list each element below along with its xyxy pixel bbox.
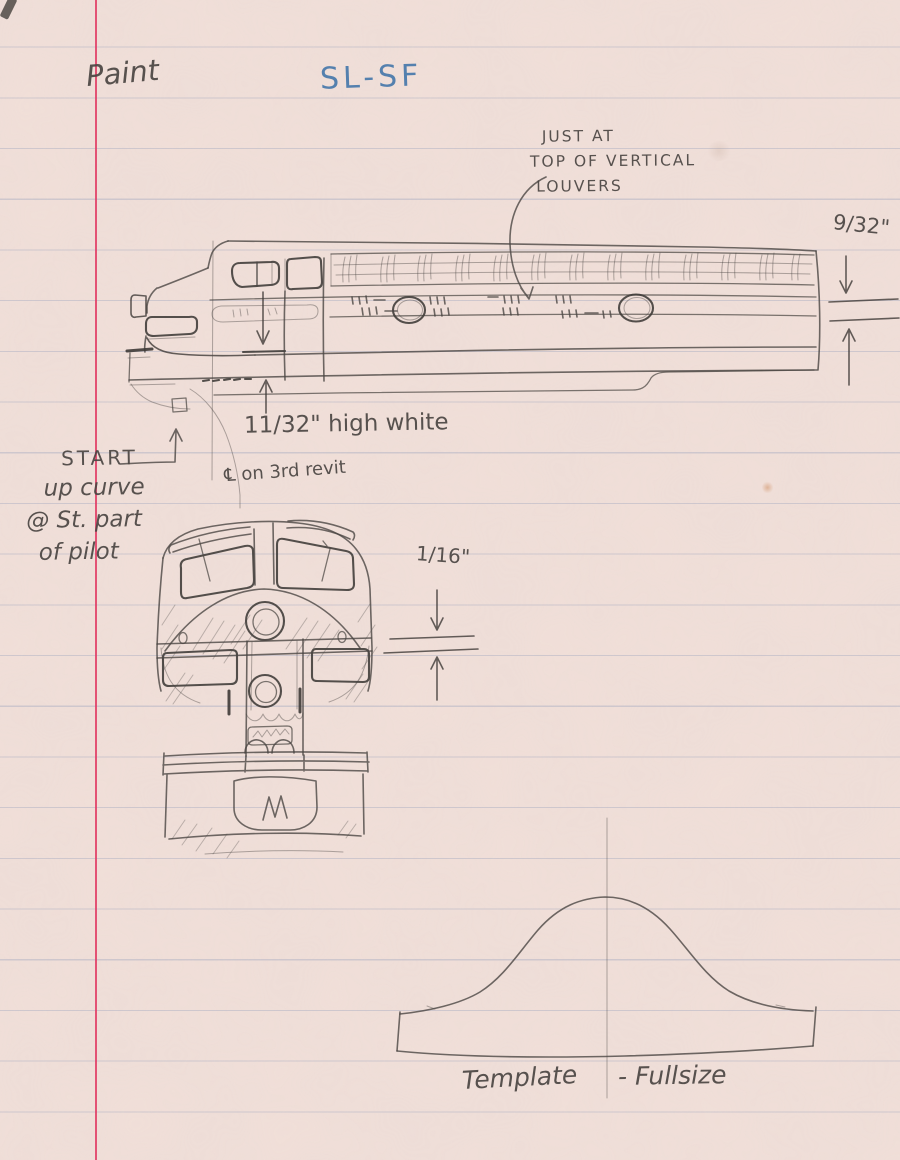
- side-louver-panel: [211, 304, 319, 323]
- nose-stripe-curve: [146, 337, 256, 357]
- arrow-down-icon: [430, 589, 444, 631]
- annotation-line: START: [60, 445, 139, 471]
- windshield-left: [179, 544, 256, 600]
- louver-ticks: [555, 295, 572, 304]
- roof-line: [227, 240, 817, 252]
- coupler-door: [233, 776, 318, 831]
- arrow-up-icon: [259, 379, 273, 414]
- rear-edge: [815, 250, 821, 371]
- start-annotation: START up curve @ St. part of pilot: [25, 443, 146, 570]
- dimension-9-32: [828, 255, 900, 386]
- arrow-up-icon: [842, 328, 856, 386]
- skirt-line: [213, 369, 815, 396]
- anticlimber-band: [162, 751, 370, 776]
- louver-ticks: [429, 296, 446, 305]
- louver-ticks: [487, 295, 520, 304]
- dimension-ticks: [383, 635, 479, 654]
- front-grab-box: [130, 294, 147, 319]
- cab-door-edge: [283, 290, 286, 381]
- windshield-center-post: [253, 522, 275, 586]
- cab-window: [285, 255, 324, 291]
- template-label: Template: [461, 1060, 578, 1095]
- railroad-name: SL-SF: [319, 58, 423, 97]
- white-stripe-dimension: 11/32" high white: [243, 409, 449, 439]
- grille-band-top: [330, 251, 815, 256]
- door-scallops: [245, 712, 304, 722]
- annotation-line: JUST AT: [541, 126, 615, 146]
- roof-eyebrow-left: [168, 526, 252, 554]
- cab-door-edge: [322, 257, 325, 382]
- dimension-ticks: [828, 298, 900, 322]
- class-light-right: [337, 630, 347, 644]
- door-bumps: [244, 739, 295, 754]
- louver-ticks: [502, 307, 519, 316]
- class-light-left: [178, 631, 188, 645]
- template-curve-sketch: [396, 817, 817, 1099]
- coupler-door-scribble: [262, 795, 288, 821]
- pilot-notch: [171, 397, 188, 413]
- centerline-reference: [211, 240, 214, 481]
- windshield-right: [275, 537, 356, 592]
- arrow-down-icon: [839, 255, 853, 294]
- arrow-down-icon: [256, 291, 270, 345]
- cab-outline: [162, 520, 373, 692]
- louvers-annotation: JUST AT TOP OF VERTICAL LOUVERS: [530, 123, 697, 200]
- page-title: Paint: [84, 52, 161, 94]
- annotation-line: up curve: [43, 473, 145, 502]
- nose-top: [157, 267, 209, 289]
- arrow-up-icon: [430, 656, 444, 701]
- dimension-1-16: [383, 589, 479, 701]
- wiper-mark: [198, 538, 211, 582]
- upper-headlight: [244, 600, 286, 642]
- annotation-line: of pilot: [38, 538, 119, 567]
- nose-stripe-dimension: 1/16": [415, 541, 471, 569]
- louver-ticks: [361, 306, 398, 316]
- pilot-bottom: [168, 832, 362, 840]
- front-view-sketch: [156, 519, 378, 859]
- annotation-line: @ St. part: [26, 506, 143, 535]
- annotation-line: LOUVERS: [536, 177, 623, 196]
- annotation-line: TOP OF VERTICAL: [529, 151, 697, 171]
- pilot-sweep: [189, 388, 241, 509]
- rivet-dashes: [201, 377, 253, 383]
- fullsize-label: - Fullsize: [617, 1060, 727, 1091]
- headlight-casing: [144, 315, 199, 338]
- grille-band-bottom: [330, 282, 815, 287]
- template-base: [396, 1011, 401, 1052]
- white-stripe-top: [254, 346, 817, 356]
